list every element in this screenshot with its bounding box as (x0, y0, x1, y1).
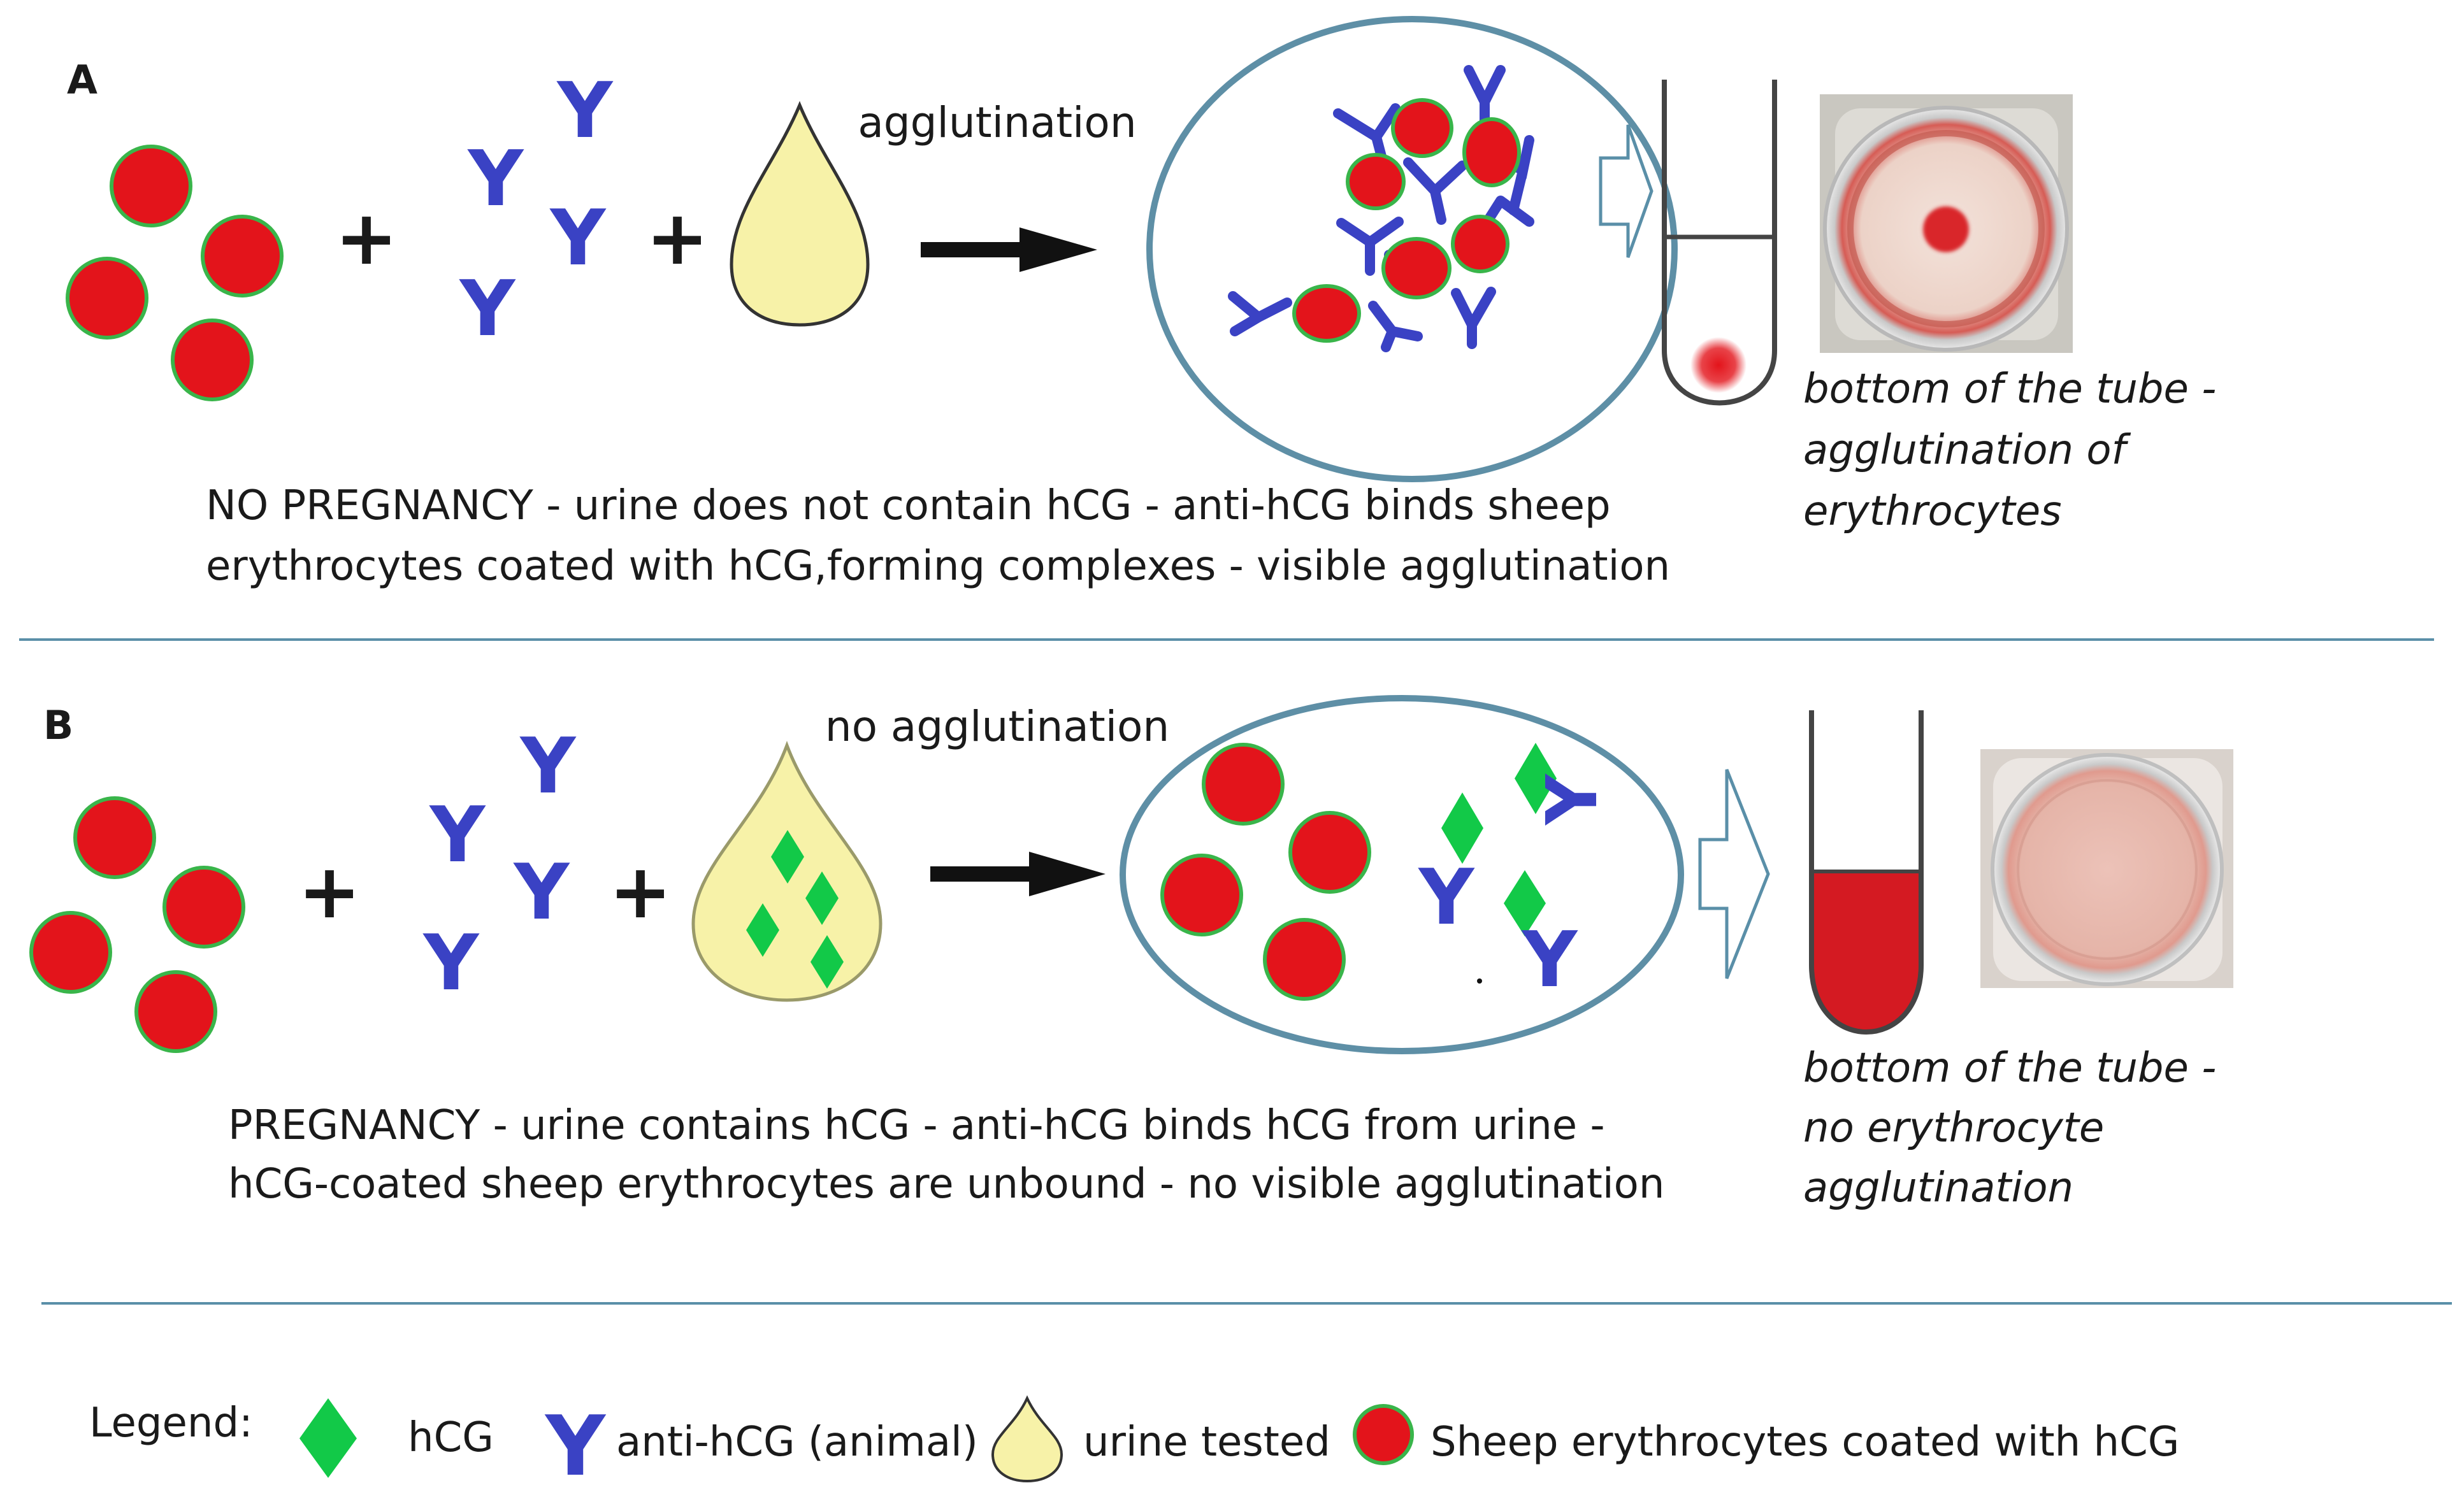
test-tube-b (1809, 710, 1924, 1035)
agglutination-label: agglutination (858, 98, 1136, 147)
legend-title: Legend: (89, 1400, 253, 1447)
legend: Legend: hCG Y anti-hCG (animal) urine te… (89, 1395, 2179, 1490)
hcg-diamond (1504, 870, 1546, 936)
hcg-diamond (811, 935, 844, 989)
svg-text:erythrocytes: erythrocytes (1803, 488, 2062, 535)
panel-a-label: A (67, 57, 97, 103)
hcg-diamond (746, 903, 779, 957)
hcg-diamond (771, 830, 804, 884)
panel-b-erythrocytes (29, 796, 245, 1053)
well-photo-a (1820, 94, 2073, 353)
no-agglutination-label: no agglutination (825, 702, 1170, 751)
erythrocyte (1288, 811, 1371, 894)
erythrocyte (1160, 854, 1243, 936)
urine-drop-icon (730, 101, 870, 327)
plus-sign: + (609, 847, 672, 935)
antibody-y-icon: Y (422, 919, 480, 1008)
svg-text:PREGNANCY - urine contains hCG: PREGNANCY - urine contains hCG - anti-hC… (228, 1102, 1605, 1149)
svg-text:bottom of the tube -: bottom of the tube - (1803, 366, 2216, 413)
antibody-y-icon: Y (1531, 773, 1613, 826)
plus-sign: + (646, 194, 709, 282)
svg-text:agglutination of: agglutination of (1803, 427, 2131, 474)
panel-a: A + Y Y Y Y + agglutination (66, 16, 2216, 590)
erythrocyte (110, 145, 192, 227)
erythrocyte (134, 970, 217, 1053)
svg-text:NO PREGNANCY - urine does not: NO PREGNANCY - urine does not contain hC… (206, 482, 1611, 529)
antibody-y-icon: Y (467, 135, 525, 224)
antibody-y-icon: Y (544, 1398, 607, 1490)
svg-text:no erythrocyte: no erythrocyte (1803, 1105, 2104, 1152)
erythrocyte (73, 796, 156, 879)
erythrocyte (66, 257, 148, 340)
plus-sign: + (298, 847, 361, 935)
erythrocyte (171, 319, 254, 401)
svg-text:agglutination: agglutination (1803, 1164, 2073, 1212)
green-diamond-icon (299, 1398, 357, 1478)
red-erythrocyte-icon (1353, 1404, 1414, 1465)
antibody-y-icon: Y (1521, 916, 1579, 1005)
panel-a-antibodies: Y Y Y Y (459, 67, 614, 354)
antibody-y-icon: Y (519, 722, 577, 811)
test-tube-a (1662, 80, 1777, 406)
legend-label-erythrocytes: Sheep erythrocytes coated with hCG (1430, 1419, 2179, 1466)
erythrocyte (162, 866, 245, 949)
panel-a-erythrocytes (66, 145, 284, 401)
reaction-arrow (921, 227, 1097, 272)
hollow-arrow-icon (1698, 769, 1770, 979)
panel-b-result-caption: bottom of the tube - no erythrocyte aggl… (1803, 1045, 2216, 1212)
hollow-arrow-icon (1599, 124, 1653, 258)
legend-label-hcg: hCG (408, 1414, 494, 1461)
antibody-y-icon: Y (513, 849, 571, 937)
svg-text:hCG-coated sheep erythrocytes: hCG-coated sheep erythrocytes are unboun… (228, 1161, 1664, 1208)
agglutination-complex (1146, 16, 1678, 482)
erythrocyte (29, 911, 112, 994)
panel-a-result-caption: bottom of the tube - agglutination of er… (1803, 366, 2216, 535)
antibody-y-icon: Y (459, 265, 517, 354)
antibody-y-icon: Y (1418, 854, 1476, 942)
panel-a-description: NO PREGNANCY - urine does not contain hC… (206, 482, 1670, 590)
legend-label-antibody: anti-hCG (animal) (616, 1419, 978, 1466)
panel-b-description: PREGNANCY - urine contains hCG - anti-hC… (228, 1102, 1664, 1208)
antibody-y-icon: Y (429, 791, 487, 880)
hcg-diamond (1441, 792, 1483, 864)
svg-text:erythrocytes coated with hCG,f: erythrocytes coated with hCG,forming com… (206, 543, 1670, 590)
panel-b: B + Y Y Y Y + no agglutination (29, 695, 2233, 1212)
erythrocyte-button-dot (1690, 337, 1747, 393)
well-photo-b (1980, 749, 2233, 988)
reaction-arrow (930, 852, 1106, 896)
erythrocyte (201, 215, 284, 297)
urine-drop-with-hcg (691, 740, 883, 1002)
antibody-y-icon: Y (549, 194, 607, 283)
svg-text:bottom of the tube -: bottom of the tube - (1803, 1045, 2216, 1092)
hcg-diamond (805, 871, 839, 925)
panel-b-antibodies: Y Y Y Y (422, 722, 577, 1008)
erythrocyte (1263, 918, 1346, 1001)
antibody-y-icon: Y (556, 67, 614, 155)
no-agglutination-mixture: Y Y Y (1120, 695, 1684, 1054)
urine-drop-icon (991, 1395, 1063, 1483)
panel-b-label: B (43, 702, 73, 749)
plus-sign: + (335, 194, 398, 282)
hcg-diamond (1515, 743, 1557, 814)
erythrocyte (1202, 743, 1285, 826)
legend-label-urine: urine tested (1083, 1419, 1330, 1466)
